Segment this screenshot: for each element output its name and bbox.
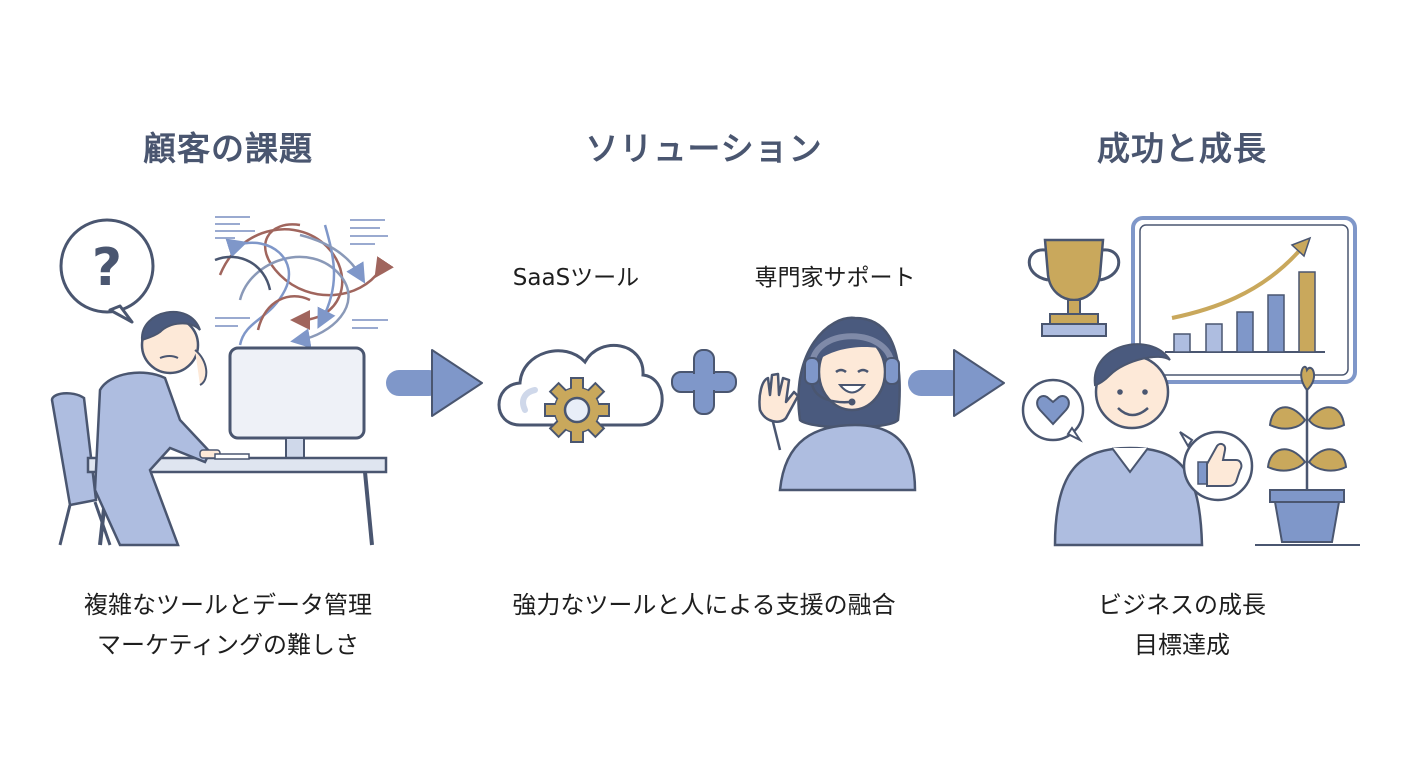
desk-scene bbox=[50, 311, 388, 547]
arrow-right-icon bbox=[386, 349, 483, 417]
happy-person bbox=[1053, 343, 1204, 547]
caption-line-1: ビジネスの成長 bbox=[1098, 591, 1266, 619]
tangled-arrows-icon bbox=[214, 216, 394, 349]
caption-solution: 強力なツールと人による支援の融合 bbox=[444, 585, 964, 625]
caption-line-1: 複雑なツールとデータ管理 bbox=[84, 591, 372, 619]
cloud-gear-icon bbox=[497, 344, 664, 443]
heart-bubble-icon bbox=[1021, 378, 1085, 443]
caption-success-growth: ビジネスの成長 目標達成 bbox=[982, 585, 1382, 665]
caption-line-1: 強力なツールと人による支援の融合 bbox=[512, 591, 896, 619]
plus-icon bbox=[671, 349, 737, 415]
svg-text:?: ? bbox=[92, 238, 122, 298]
plant-icon bbox=[1255, 365, 1360, 546]
trophy-icon bbox=[1027, 238, 1121, 337]
heading-solution: ソリューション bbox=[585, 129, 823, 168]
caption-customer-issues: 複雑なツールとデータ管理 マーケティングの難しさ bbox=[28, 585, 428, 665]
caption-line-2: 目標達成 bbox=[1134, 631, 1230, 659]
thumbs-up-bubble-icon bbox=[1179, 430, 1254, 502]
support-agent bbox=[758, 316, 917, 492]
growth-chart-icon bbox=[1131, 216, 1357, 384]
heading-success-growth: 成功と成長 bbox=[1097, 129, 1267, 168]
question-bubble-icon: ? bbox=[59, 218, 155, 324]
caption-line-2: マーケティングの難しさ bbox=[96, 631, 360, 659]
label-saas-tool: SaaSツール bbox=[512, 265, 640, 291]
arrow-right-icon bbox=[908, 349, 1005, 417]
heading-customer-issues: 顧客の課題 bbox=[143, 129, 313, 168]
label-expert-support: 専門家サポート bbox=[754, 265, 916, 291]
